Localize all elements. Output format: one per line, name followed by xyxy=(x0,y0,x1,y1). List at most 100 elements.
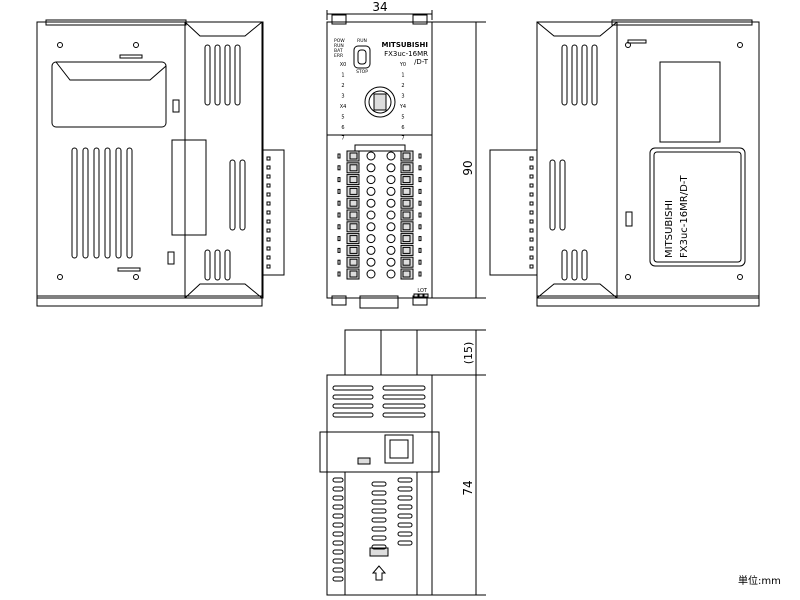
terminal-screw-icon xyxy=(386,257,396,267)
terminal-release[interactable] xyxy=(400,209,414,221)
terminal-release[interactable] xyxy=(346,162,360,174)
vent-slot xyxy=(559,159,566,231)
terminal-screw-icon xyxy=(366,198,376,208)
vent-slot xyxy=(93,147,100,259)
vent-slot xyxy=(371,508,387,514)
connector-pin xyxy=(266,156,271,161)
terminal-release[interactable] xyxy=(400,162,414,174)
dimension-width: 34 xyxy=(372,0,387,14)
terminal-screw-icon xyxy=(386,163,396,173)
connector-pin xyxy=(529,237,534,242)
vent-slot xyxy=(397,513,413,519)
dimension-depth: 74 xyxy=(461,480,475,495)
connector-pin xyxy=(266,255,271,260)
input-label: X4 xyxy=(340,104,347,110)
vent-slot xyxy=(214,249,221,281)
arrow-up-icon xyxy=(371,565,387,581)
screw-icon xyxy=(57,274,63,280)
led-run-label: RUN xyxy=(334,43,344,49)
input-label: 2 xyxy=(341,83,344,89)
connector-pin xyxy=(529,228,534,233)
vent-slot xyxy=(332,576,344,582)
terminal-release[interactable] xyxy=(346,174,360,186)
terminal-screw-icon xyxy=(366,151,376,161)
terminal-release[interactable] xyxy=(346,256,360,268)
terminal-release[interactable] xyxy=(346,233,360,245)
connector-pin xyxy=(529,183,534,188)
vent-slot xyxy=(371,544,387,550)
side-label-brand: MITSUBISHI xyxy=(664,200,675,258)
terminal-release[interactable] xyxy=(400,150,414,162)
brand-logo-text: MITSUBISHI xyxy=(381,41,428,49)
front-view: MITSUBISHI FX3uc-16MR /D-T POW RUN BAT E… xyxy=(326,14,433,309)
vent-slot xyxy=(397,531,413,537)
vent-slot xyxy=(332,385,374,391)
terminal-release[interactable] xyxy=(400,268,414,280)
unit-label: 単位:mm xyxy=(738,574,781,587)
right-side-view: MITSUBISHI FX3uc-16MR/D-T xyxy=(489,19,760,307)
vent-slot xyxy=(332,522,344,528)
terminal-release[interactable] xyxy=(400,174,414,186)
terminal-release[interactable] xyxy=(346,268,360,280)
vent-slot xyxy=(332,558,344,564)
input-label: 3 xyxy=(341,94,344,100)
vent-slot xyxy=(371,517,387,523)
terminal-release[interactable] xyxy=(346,185,360,197)
input-label: 6 xyxy=(341,125,344,131)
vent-slot xyxy=(332,403,374,409)
vent-slot xyxy=(234,44,241,106)
terminal-screw-icon xyxy=(366,210,376,220)
vent-slot xyxy=(371,535,387,541)
terminal-screw-icon xyxy=(366,186,376,196)
vent-slot xyxy=(397,522,413,528)
terminal-screw-icon xyxy=(386,222,396,232)
vent-slot xyxy=(332,504,344,510)
terminal-release[interactable] xyxy=(400,233,414,245)
left-side-view xyxy=(36,19,285,307)
terminal-release[interactable] xyxy=(346,150,360,162)
run-stop-switch[interactable] xyxy=(353,45,371,69)
connector-pin xyxy=(529,219,534,224)
output-label: Y4 xyxy=(399,104,406,110)
connector-pin xyxy=(266,192,271,197)
vent-slot xyxy=(332,540,344,546)
connector-pin xyxy=(529,192,534,197)
terminal-screw-icon xyxy=(366,175,376,185)
terminal-release[interactable] xyxy=(400,221,414,233)
terminal-release[interactable] xyxy=(400,244,414,256)
terminal-release[interactable] xyxy=(346,244,360,256)
vent-slot xyxy=(332,549,344,555)
connector-pin xyxy=(529,264,534,269)
lot-label: LOT xyxy=(417,288,428,294)
connector-pin xyxy=(266,165,271,170)
terminal-screw-icon xyxy=(366,222,376,232)
vent-slot xyxy=(371,526,387,532)
terminal-screw-icon xyxy=(366,163,376,173)
vent-slot xyxy=(239,159,246,231)
terminal-release[interactable] xyxy=(346,209,360,221)
terminal-release[interactable] xyxy=(400,197,414,209)
vent-slot xyxy=(581,249,588,281)
terminal-release[interactable] xyxy=(400,256,414,268)
terminal-release[interactable] xyxy=(400,185,414,197)
screw-icon xyxy=(57,42,63,48)
side-label-model: FX3uc-16MR/D-T xyxy=(679,175,690,258)
vent-slot xyxy=(126,147,133,259)
vent-slot xyxy=(397,504,413,510)
vent-slot xyxy=(561,249,568,281)
vent-slot xyxy=(115,147,122,259)
input-label: 7 xyxy=(341,136,344,142)
connector-pin xyxy=(266,237,271,242)
terminal-release[interactable] xyxy=(346,221,360,233)
switch-stop-label: STOP xyxy=(356,69,368,75)
vent-slot xyxy=(332,486,344,492)
terminal-release[interactable] xyxy=(346,197,360,209)
peripheral-port xyxy=(364,86,396,118)
output-label: 6 xyxy=(401,125,404,131)
output-label: 5 xyxy=(401,115,404,121)
vent-slot xyxy=(332,531,344,537)
rating-label-plate xyxy=(649,147,746,267)
vent-slot xyxy=(571,44,578,106)
connector-pin xyxy=(529,210,534,215)
